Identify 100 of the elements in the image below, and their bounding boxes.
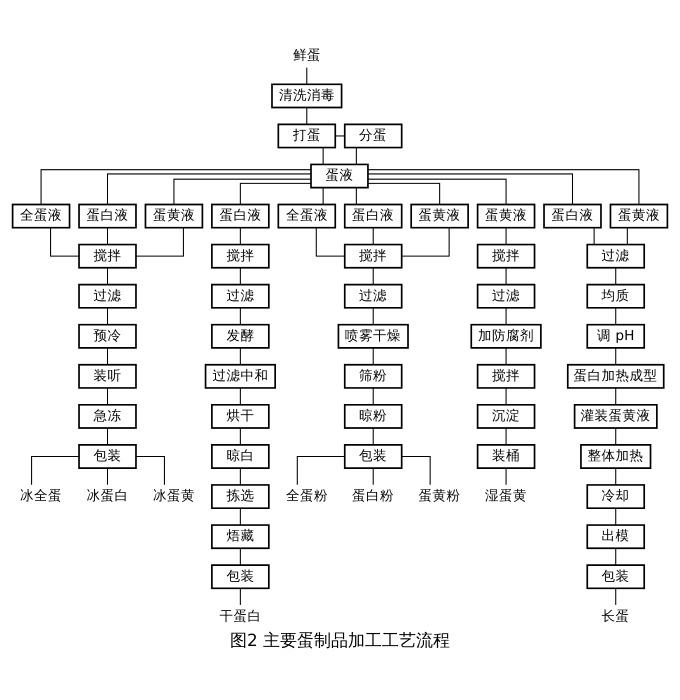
node-box: 过滤中和 xyxy=(204,364,276,389)
node-box: 筛粉 xyxy=(344,364,403,389)
node-box: 灌装蛋黄液 xyxy=(574,404,658,429)
node-box: 装听 xyxy=(78,364,137,389)
connector xyxy=(368,173,574,204)
node-box: 过滤 xyxy=(344,284,403,309)
node-box: 包装 xyxy=(211,564,270,590)
connector xyxy=(173,178,311,204)
node-box: 搅拌 xyxy=(78,244,137,269)
connector xyxy=(372,268,374,284)
connector xyxy=(106,428,108,445)
node-box: 装桶 xyxy=(476,444,536,469)
node-box: 过滤 xyxy=(78,284,137,309)
node-box: 焐藏 xyxy=(211,524,270,550)
connector xyxy=(356,188,357,204)
connector xyxy=(594,228,595,244)
connector xyxy=(106,268,108,284)
node-text: 冰蛋黄 xyxy=(152,488,195,504)
connector xyxy=(615,348,616,364)
connector xyxy=(615,308,616,324)
node-box: 均质 xyxy=(586,284,646,309)
node-box: 整体加热 xyxy=(580,444,652,469)
connector xyxy=(50,228,79,257)
node-box: 搅拌 xyxy=(211,244,270,269)
connector xyxy=(368,182,440,204)
connector xyxy=(615,508,616,525)
connector xyxy=(506,468,507,485)
node-box: 调 pH xyxy=(586,324,646,349)
connector xyxy=(136,456,165,485)
node-box: 蛋黄液 xyxy=(410,204,469,229)
caption: 图2 主要蛋制品加工工艺流程 xyxy=(230,630,450,650)
node-text: 鲜蛋 xyxy=(292,47,321,64)
node-box: 蛋液 xyxy=(310,164,369,188)
connector xyxy=(40,169,311,204)
connector xyxy=(506,348,507,364)
connector xyxy=(615,268,616,284)
node-text: 蛋白粉 xyxy=(352,488,394,504)
connector xyxy=(106,308,108,324)
node-box: 喷雾干燥 xyxy=(338,324,409,349)
node-text: 全蛋粉 xyxy=(286,488,328,504)
connector xyxy=(506,388,507,405)
connector xyxy=(372,308,374,324)
connector xyxy=(615,428,616,445)
connector xyxy=(372,388,374,405)
connector xyxy=(136,228,184,257)
node-box: 清洗消毒 xyxy=(271,83,342,108)
connector xyxy=(240,388,241,405)
node-box: 蛋白液 xyxy=(78,204,137,229)
connector xyxy=(356,148,357,164)
connector xyxy=(372,348,374,364)
connector xyxy=(240,508,241,525)
connector xyxy=(615,588,616,605)
node-box: 晾粉 xyxy=(344,404,403,429)
node-box: 包装 xyxy=(344,444,403,469)
node-box: 拣选 xyxy=(211,484,270,509)
connector xyxy=(106,468,108,485)
connector xyxy=(240,428,241,445)
connector xyxy=(106,348,108,364)
node-box: 全蛋液 xyxy=(12,204,70,229)
connector xyxy=(506,308,507,324)
node-box: 过滤 xyxy=(586,244,646,269)
connector xyxy=(372,468,374,485)
node-box: 蛋黄液 xyxy=(144,204,204,229)
connector xyxy=(240,588,241,605)
node-box: 蛋黄液 xyxy=(476,204,536,229)
connector xyxy=(368,178,507,204)
node-box: 搅拌 xyxy=(476,364,536,389)
node-box: 搅拌 xyxy=(344,244,403,269)
connector xyxy=(506,228,507,244)
connector xyxy=(335,135,345,136)
connector xyxy=(316,228,344,257)
node-box: 蛋白加热成型 xyxy=(566,364,665,389)
connector xyxy=(106,388,108,405)
connector xyxy=(240,308,241,324)
connector xyxy=(615,388,616,405)
connector xyxy=(368,169,640,204)
connector xyxy=(402,228,450,257)
node-box: 发酵 xyxy=(211,324,270,349)
connector xyxy=(322,148,324,164)
node-text: 蛋黄粉 xyxy=(418,488,461,504)
node-box: 急冻 xyxy=(78,404,137,429)
connector xyxy=(106,173,311,204)
connector xyxy=(240,228,241,244)
node-box: 过滤 xyxy=(211,284,270,309)
connector xyxy=(240,268,241,284)
node-box: 打蛋 xyxy=(277,124,336,148)
connector xyxy=(240,182,311,204)
connector xyxy=(322,188,324,204)
connector xyxy=(240,348,241,364)
node-box: 晾白 xyxy=(211,444,270,469)
connector xyxy=(402,456,431,485)
node-box: 蛋白液 xyxy=(543,204,602,229)
connector xyxy=(615,468,616,485)
node-box: 全蛋液 xyxy=(277,204,336,229)
node-box: 蛋白液 xyxy=(344,204,403,229)
connector xyxy=(306,68,308,84)
node-box: 蛋黄液 xyxy=(610,204,668,229)
connector xyxy=(372,428,374,445)
node-box: 出模 xyxy=(586,524,646,550)
connector xyxy=(306,108,308,124)
